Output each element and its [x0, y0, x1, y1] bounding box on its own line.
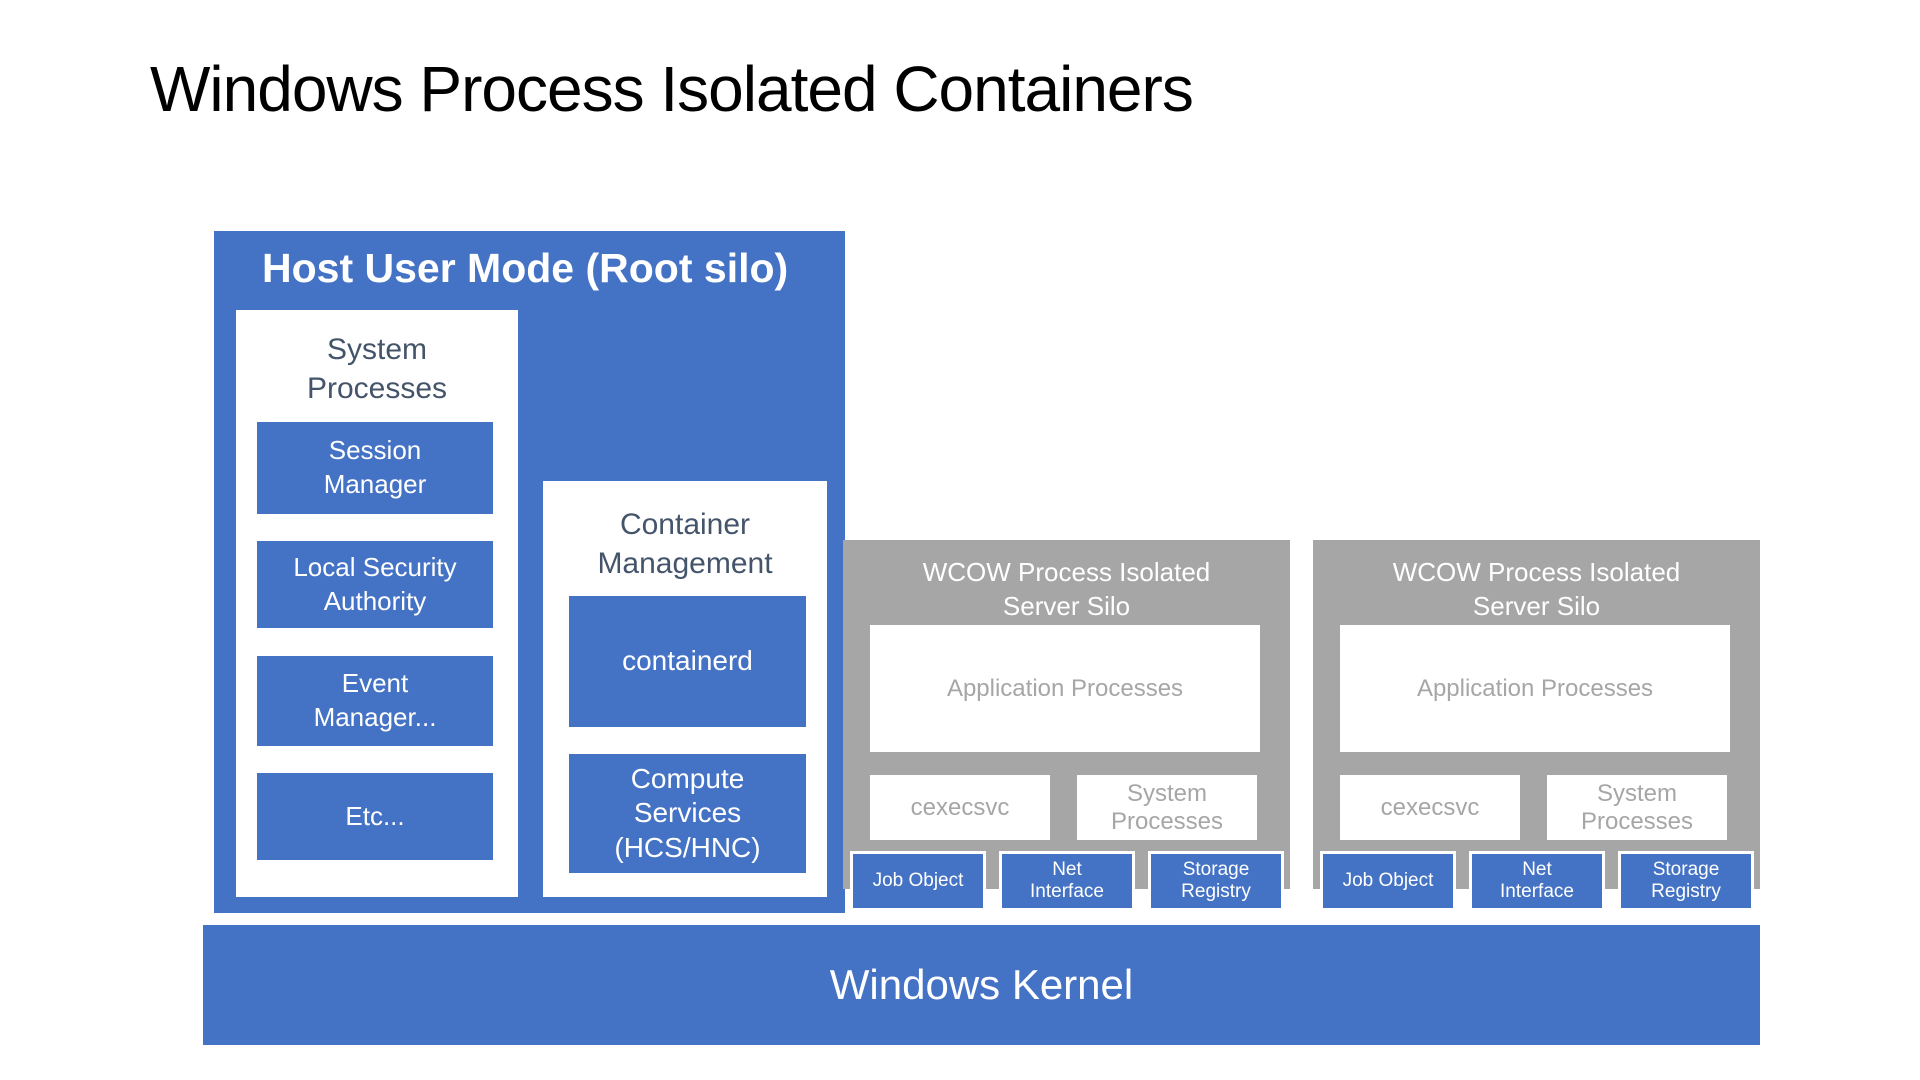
process-box-containerd: containerd: [569, 596, 806, 727]
process-box-local-security-authority: Local Security Authority: [257, 541, 493, 628]
job-object-box: Job Object: [1320, 851, 1456, 911]
process-box-compute-services: Compute Services (HCS/HNC): [569, 754, 806, 873]
process-box-label: Etc...: [345, 800, 405, 831]
storage-registry-box: Storage Registry: [1618, 851, 1754, 911]
cexecsvc-label: cexecsvc: [1380, 793, 1480, 821]
cexecsvc-box: cexecsvc: [870, 775, 1050, 840]
container-management-header: Container Management: [597, 508, 773, 580]
application-processes-box: Application Processes: [870, 625, 1260, 752]
job-object-box: Job Object: [850, 851, 986, 911]
silo-title: WCOW Process Isolated Server Silo: [1392, 557, 1681, 621]
system-processes-header: System Processes: [306, 333, 448, 405]
system-processes-label: System Processes: [1580, 779, 1694, 835]
cexecsvc-box: cexecsvc: [1340, 775, 1520, 840]
job-object-label: Job Object: [1342, 870, 1434, 892]
job-object-label: Job Object: [872, 870, 964, 892]
cexecsvc-label: cexecsvc: [910, 793, 1010, 821]
process-box-session-manager: Session Manager: [257, 422, 493, 514]
storage-registry-label: Storage Registry: [1181, 859, 1251, 902]
process-box-event-manager: Event Manager...: [257, 656, 493, 746]
process-box-label: Local Security Authority: [293, 551, 457, 616]
storage-registry-label: Storage Registry: [1651, 859, 1721, 902]
process-box-label: Event Manager...: [313, 668, 437, 732]
container-management-panel: Container Management containerd Compute …: [543, 481, 827, 897]
application-processes-label: Application Processes: [1416, 674, 1654, 702]
windows-kernel-label: Windows Kernel: [829, 961, 1134, 1008]
wcow-silo-2: WCOW Process Isolated Server Silo Applic…: [1313, 540, 1760, 911]
system-processes-panel: System Processes Session Manager Local S…: [236, 310, 518, 897]
application-processes-label: Application Processes: [946, 674, 1184, 702]
host-title: Host User Mode (Root silo): [262, 245, 789, 291]
wcow-silo-1: WCOW Process Isolated Server Silo Applic…: [843, 540, 1290, 911]
net-interface-label: Net Interface: [1500, 859, 1574, 902]
process-box-label: Compute Services (HCS/HNC): [614, 763, 761, 863]
system-processes-box: System Processes: [1547, 775, 1727, 840]
net-interface-label: Net Interface: [1030, 859, 1104, 902]
process-box-label: containerd: [622, 645, 753, 677]
net-interface-box: Net Interface: [1469, 851, 1605, 911]
page-title: Windows Process Isolated Containers: [150, 53, 1194, 125]
silo-title: WCOW Process Isolated Server Silo: [922, 557, 1211, 621]
process-box-label: Session Manager: [323, 435, 427, 499]
application-processes-box: Application Processes: [1340, 625, 1730, 752]
process-box-etc: Etc...: [257, 773, 493, 860]
net-interface-box: Net Interface: [999, 851, 1135, 911]
storage-registry-box: Storage Registry: [1148, 851, 1284, 911]
system-processes-label: System Processes: [1110, 779, 1224, 835]
windows-kernel-bar: Windows Kernel: [203, 925, 1760, 1045]
system-processes-box: System Processes: [1077, 775, 1257, 840]
host-user-mode-box: Host User Mode (Root silo) System Proces…: [214, 231, 845, 913]
